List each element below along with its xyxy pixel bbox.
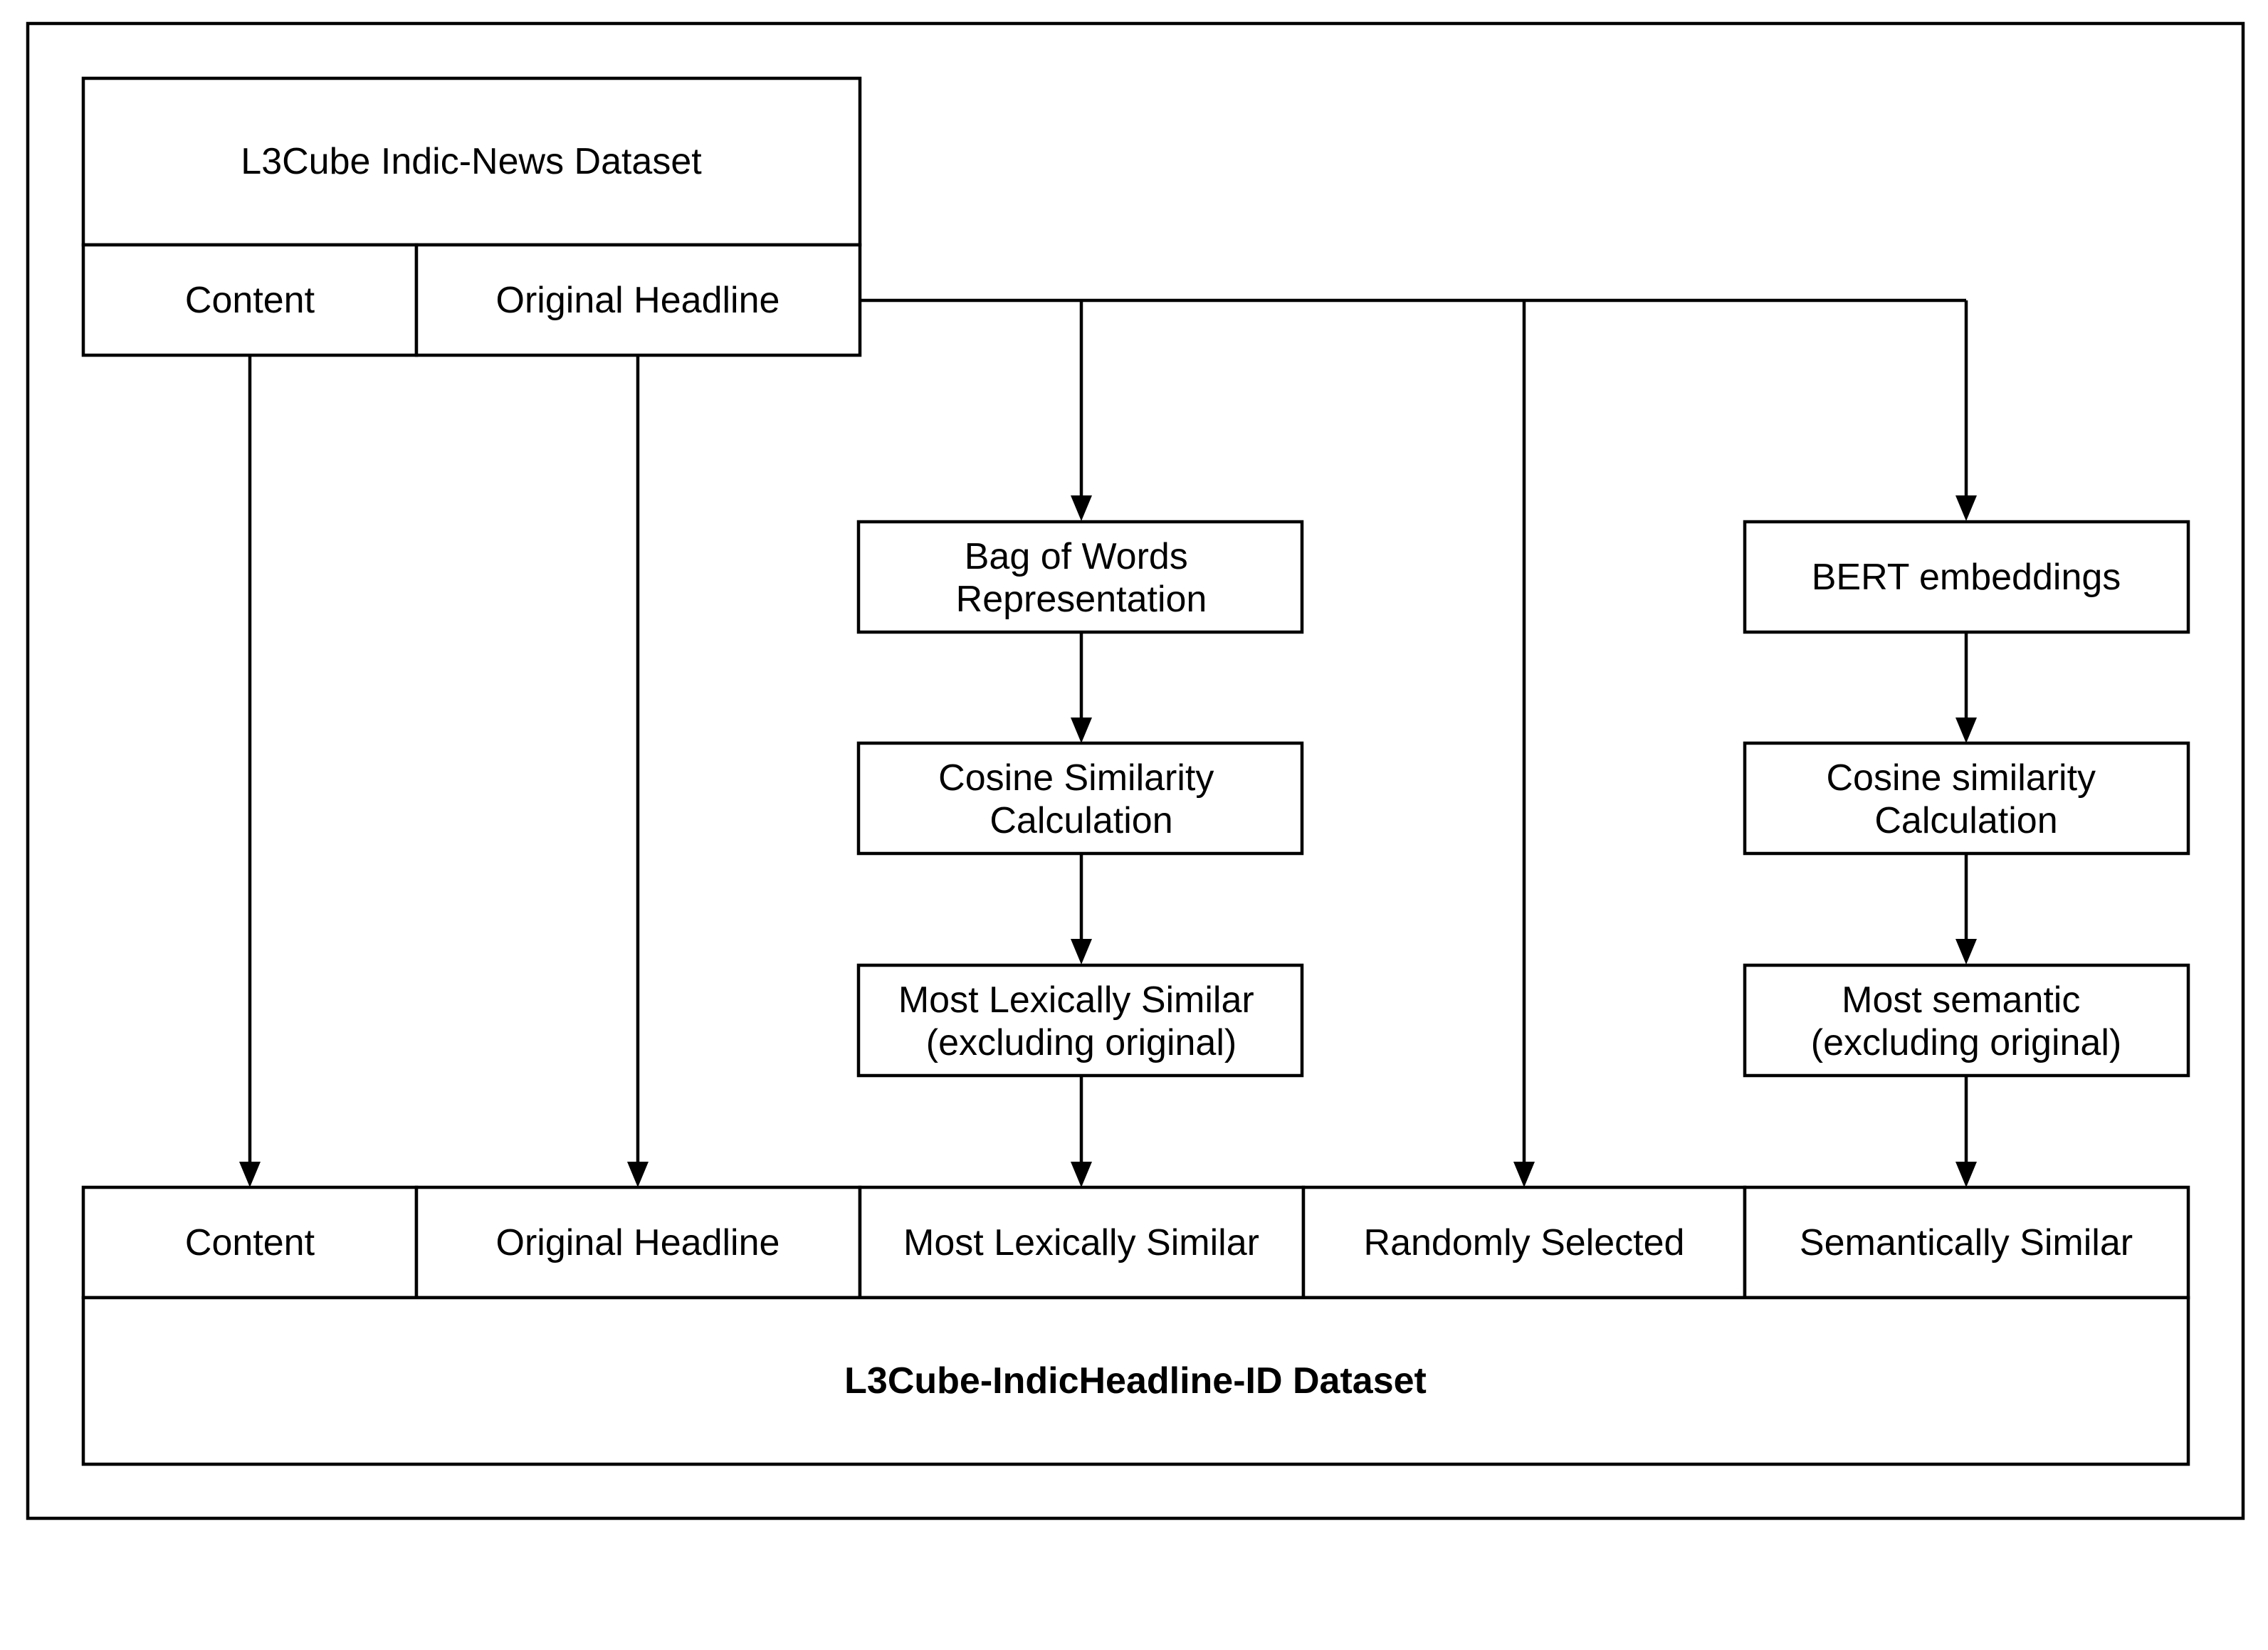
semantic-cosine-line-1: Cosine similarity (1827, 757, 2096, 799)
lexical-cosine-box (856, 741, 1304, 856)
bag-of-words-label: Bag of Words Representation (956, 536, 1207, 620)
output-column-random: Randomly Selected (1364, 1222, 1685, 1263)
bert-label: BERT embeddings (1812, 557, 2121, 598)
output-column-headline-box (414, 1185, 862, 1300)
arrowhead-output-semantic (1955, 1162, 1977, 1187)
source-column-content: Content (185, 280, 315, 321)
source-column-headline: Original Headline (496, 280, 780, 321)
bert-box (1743, 520, 2190, 634)
most-lexical-label: Most Lexically Similar (excluding origin… (898, 979, 1264, 1063)
most-semantic-line-1: Most semantic (1842, 979, 2080, 1021)
output-dataset-title-box (81, 1296, 2190, 1466)
arrowhead-bag-of-words (1071, 495, 1092, 521)
arrowhead-bert (1955, 495, 1977, 521)
source-dataset-title: L3Cube Indic-News Dataset (241, 141, 702, 182)
most-lexical-box (856, 963, 1304, 1078)
output-column-semantic-box (1743, 1185, 2190, 1300)
lexical-cosine-line-1: Cosine Similarity (938, 757, 1214, 799)
bag-of-words-line-2: Representation (956, 579, 1207, 620)
arrowhead-headline (627, 1162, 649, 1187)
output-column-random-box (1301, 1185, 1747, 1300)
most-lexical-line-2: (excluding original) (926, 1022, 1237, 1063)
bag-of-words-line-1: Bag of Words (965, 536, 1188, 577)
output-column-lexical: Most Lexically Similar (903, 1222, 1259, 1263)
most-semantic-line-2: (excluding original) (1811, 1022, 2121, 1063)
arrowhead-most-lexical (1071, 939, 1092, 965)
source-column-content-box (81, 243, 419, 357)
lexical-cosine-label: Cosine Similarity Calculation (938, 757, 1224, 841)
output-column-semantic: Semantically Similar (1800, 1222, 2133, 1263)
output-column-headline: Original Headline (496, 1222, 780, 1263)
semantic-pipeline: BERT embeddings Cosine similarity Calcul… (1743, 520, 2190, 1078)
arrowhead-content (239, 1162, 261, 1187)
most-semantic-box (1743, 963, 2190, 1078)
arrowhead-semantic-cosine (1955, 718, 1977, 743)
output-dataset: Content Original Headline Most Lexically… (81, 1185, 2190, 1466)
most-lexical-line-1: Most Lexically Similar (898, 979, 1254, 1021)
arrowhead-lexical-cosine (1071, 718, 1092, 743)
output-column-lexical-box (858, 1185, 1306, 1300)
arrowhead-most-semantic (1955, 939, 1977, 965)
output-column-content-box (81, 1185, 419, 1300)
connectors (239, 298, 1977, 1187)
arrowhead-output-lexical (1071, 1162, 1092, 1187)
outer-frame (26, 21, 2245, 1520)
arrowhead-randomly-selected (1513, 1162, 1535, 1187)
lexical-pipeline: Bag of Words Representation Cosine Simil… (856, 520, 1304, 1078)
most-semantic-label: Most semantic (excluding original) (1811, 979, 2121, 1063)
lexical-cosine-line-2: Calculation (989, 800, 1172, 841)
source-dataset: L3Cube Indic-News Dataset Content Origin… (81, 76, 862, 357)
semantic-cosine-label: Cosine similarity Calculation (1827, 757, 2106, 841)
semantic-cosine-box (1743, 741, 2190, 856)
semantic-cosine-line-2: Calculation (1874, 800, 2057, 841)
output-column-content: Content (185, 1222, 315, 1263)
bag-of-words-box (856, 520, 1304, 634)
output-dataset-title: L3Cube-IndicHeadline-ID Dataset (844, 1360, 1427, 1402)
